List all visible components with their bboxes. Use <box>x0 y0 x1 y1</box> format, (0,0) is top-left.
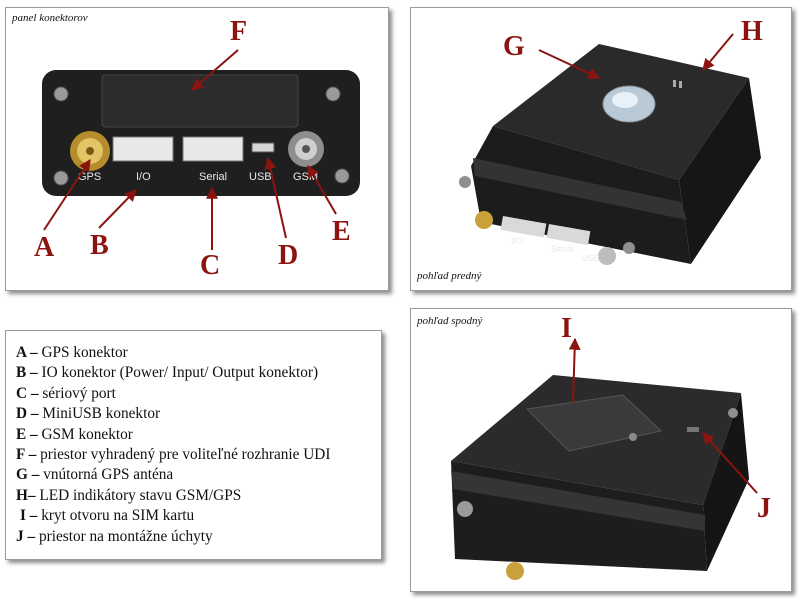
label-j: J <box>757 493 771 524</box>
legend-key: C <box>16 384 28 402</box>
front-view-drawing: I/O Serial USB G H <box>459 16 763 265</box>
legend-separator: – <box>26 344 42 361</box>
legend-item-i: I – kryt otvoru na SIM kartu <box>16 506 369 526</box>
label-g: G <box>503 31 525 62</box>
legend-item-b: B – IO konektor (Power/ Input/ Output ko… <box>16 363 369 383</box>
legend-key: J <box>16 527 24 545</box>
serial-connector <box>182 136 244 162</box>
legend-separator: – <box>25 507 42 525</box>
legend-text: MiniUSB konektor <box>42 405 161 423</box>
front-gps-connector <box>475 211 493 229</box>
label-i: I <box>561 313 572 344</box>
legend-item-e: E – GSM konektor <box>16 425 369 445</box>
legend-key: I <box>20 507 26 525</box>
front-view-caption: pohľad predný <box>417 270 482 282</box>
legend-separator: – <box>27 466 44 484</box>
front-port-usb: USB <box>581 253 600 263</box>
legend-separator: – <box>24 446 41 464</box>
legend-separator: – <box>26 425 42 443</box>
legend-key: D <box>16 405 28 423</box>
legend-item-c: C – sériový port <box>16 384 369 404</box>
label-f: F <box>230 16 247 47</box>
legend-text: GPS konektor <box>41 344 128 361</box>
connector-panel: panel konektorov GPS I/O Serial U <box>5 7 389 291</box>
io-connector <box>112 136 174 162</box>
sim-cover <box>525 394 663 452</box>
label-d: D <box>278 240 298 271</box>
label-b: B <box>90 230 109 261</box>
screw <box>334 168 350 184</box>
bottom-view-panel: pohľad spodný I J <box>410 308 792 592</box>
legend-item-f: F – priestor vyhradený pre voliteľné roz… <box>16 445 369 465</box>
legend-separator: – <box>27 384 43 402</box>
connector-panel-caption: panel konektorov <box>12 12 88 24</box>
port-label-serial: Serial <box>199 171 227 183</box>
usb-connector <box>251 142 275 153</box>
legend-item-a: A – GPS konektor <box>16 343 369 363</box>
front-port-io: I/O <box>511 236 523 246</box>
legend-separator: – <box>23 527 39 545</box>
port-label-io: I/O <box>136 171 151 183</box>
legend-text: GSM konektor <box>41 425 133 443</box>
legend-text: priestor na montážne úchyty <box>38 527 213 545</box>
legend-separator: – <box>27 486 40 504</box>
legend-text: LED indikátory stavu GSM/GPS <box>39 486 242 504</box>
label-a: A <box>34 232 55 263</box>
legend-text: kryt otvoru na SIM kartu <box>41 507 195 525</box>
port-label-gps: GPS <box>78 171 101 183</box>
bottom-view-caption: pohľad spodný <box>417 315 483 327</box>
legend-key: F <box>16 446 25 464</box>
legend-text: priestor vyhradený pre voliteľné rozhran… <box>40 446 331 464</box>
mounting-slot <box>687 427 699 432</box>
legend-item-j: J – priestor na montážne úchyty <box>16 527 369 547</box>
legend-text: sériový port <box>42 384 116 402</box>
front-view-panel: I/O Serial USB G H pohľad predný <box>410 7 792 291</box>
device-side <box>679 78 761 264</box>
legend-item-h: H– LED indikátory stavu GSM/GPS <box>16 486 369 506</box>
front-port-serial: Serial <box>551 244 574 254</box>
legend-item-g: G – vnútorná GPS anténa <box>16 465 369 485</box>
label-e: E <box>332 216 351 247</box>
legend-text: IO konektor (Power/ Input/ Output konekt… <box>41 364 319 382</box>
bottom-gps-connector <box>506 562 524 580</box>
screw <box>53 86 69 102</box>
legend-text: vnútorná GPS anténa <box>43 466 174 484</box>
legend-key: G <box>16 466 28 484</box>
udi-bay <box>101 74 299 128</box>
legend-key: E <box>16 425 27 443</box>
legend-item-d: D – MiniUSB konektor <box>16 404 369 424</box>
label-c: C <box>200 250 220 281</box>
port-label-usb: USB <box>249 171 272 183</box>
front-gsm-connector <box>598 247 616 265</box>
label-h: H <box>741 16 763 47</box>
screw <box>325 86 341 102</box>
legend-key: H <box>16 486 28 504</box>
legend-separator: – <box>27 405 43 423</box>
legend-key: B <box>16 364 27 382</box>
bottom-view-drawing: I J <box>451 313 771 580</box>
connector-panel-drawing: GPS I/O Serial USB GSM F A B C D E <box>34 16 360 281</box>
legend-key: A <box>16 344 27 361</box>
legend-separator: – <box>26 364 42 382</box>
screw <box>53 170 69 186</box>
